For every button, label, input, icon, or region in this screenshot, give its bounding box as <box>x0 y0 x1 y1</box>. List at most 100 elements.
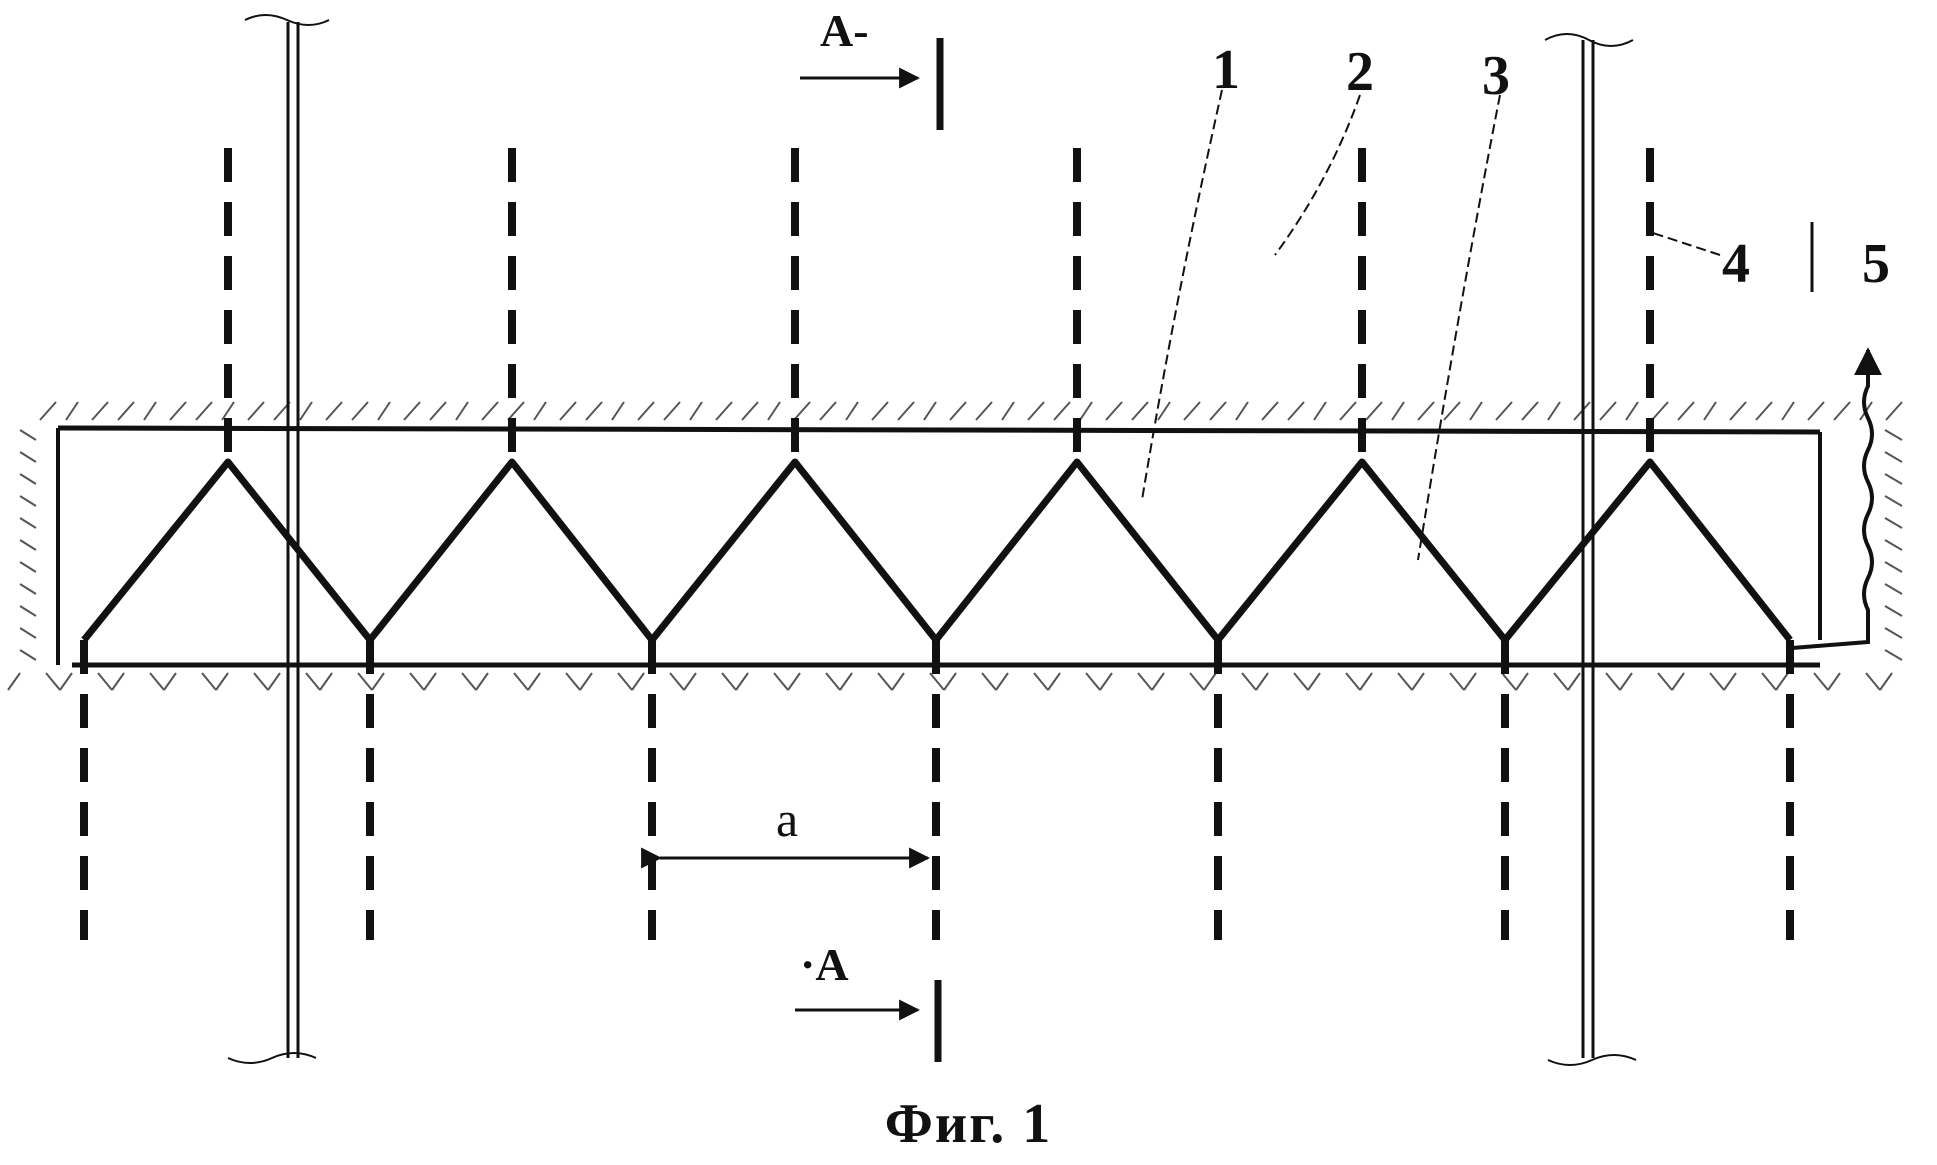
hatch-stroke <box>60 673 72 690</box>
hatch-stroke <box>1885 474 1902 484</box>
hatch-stroke <box>1568 673 1580 690</box>
hatch-stroke <box>768 402 780 420</box>
hatch-stroke <box>534 402 546 420</box>
hatch-stroke <box>892 673 904 690</box>
hatch-stroke <box>632 673 644 690</box>
hatch-stroke <box>1464 673 1476 690</box>
hatch-stroke <box>404 402 420 420</box>
hatch-stroke <box>930 673 944 690</box>
hatch-stroke <box>1885 562 1902 572</box>
hatch-stroke <box>112 673 124 690</box>
hatch-stroke <box>20 430 36 440</box>
hatch-stroke <box>742 402 758 420</box>
hatch-stroke <box>508 402 524 420</box>
hatch-stroke <box>326 402 342 420</box>
hatch-stroke <box>1885 518 1902 528</box>
hatch-stroke <box>306 673 320 690</box>
hatch-stroke <box>20 496 36 506</box>
hatch-stroke <box>1672 673 1684 690</box>
leader-lines <box>1142 90 1720 560</box>
hatch-stroke <box>98 673 112 690</box>
hatch-stroke <box>1834 402 1850 420</box>
hatch-stroke <box>46 673 60 690</box>
hatch-stroke <box>40 402 56 420</box>
hatch-stroke <box>1152 673 1164 690</box>
hatch-stroke <box>20 584 36 594</box>
hatch-stroke <box>514 673 528 690</box>
hatch-stroke <box>196 402 212 420</box>
hatch-stroke <box>924 402 936 420</box>
hatch-stroke <box>1606 673 1620 690</box>
hatch-stroke <box>1158 402 1170 420</box>
hatch-stroke <box>1294 673 1308 690</box>
hatch-stroke <box>1100 673 1112 690</box>
section-label-bottom: ·А <box>800 939 849 990</box>
dimension-label-a: a <box>776 791 798 847</box>
hatch-stroke <box>430 402 446 420</box>
hatch-stroke <box>378 402 390 420</box>
hatch-stroke <box>352 402 368 420</box>
hatch-stroke <box>820 402 836 420</box>
hatch-stroke <box>20 540 36 550</box>
hatch-stroke <box>8 673 20 690</box>
hatch-stroke <box>1398 673 1412 690</box>
hatch-stroke <box>462 673 476 690</box>
hatch-stroke <box>1724 673 1736 690</box>
hatch-stroke <box>20 452 36 462</box>
hatch-stroke <box>684 673 696 690</box>
hatch-stroke <box>580 673 592 690</box>
hatch-stroke <box>1496 402 1512 420</box>
hatch-stroke <box>1678 402 1694 420</box>
hatch-stroke <box>794 402 810 420</box>
lead-out-conductor <box>1792 350 1872 648</box>
hatch-stroke <box>254 673 268 690</box>
hatch-stroke <box>92 402 108 420</box>
hatch-stroke <box>1782 402 1794 420</box>
hatch-stroke <box>1106 402 1122 420</box>
hatch-stroke <box>1658 673 1672 690</box>
hatch-stroke <box>1828 673 1840 690</box>
hatch-stroke <box>1885 496 1902 506</box>
hatch-stroke <box>1288 402 1304 420</box>
hatch-stroke <box>612 402 624 420</box>
hatch-stroke <box>1704 402 1716 420</box>
hatch-stroke <box>20 650 36 660</box>
hatch-stroke <box>1444 402 1460 420</box>
hatch-stroke <box>872 402 888 420</box>
hatch-stroke <box>1626 402 1638 420</box>
hatch-stroke <box>618 673 632 690</box>
hatch-stroke <box>1048 673 1060 690</box>
hatch-stroke <box>1808 402 1824 420</box>
hatch-stroke <box>216 673 228 690</box>
hatch-stroke <box>1080 402 1092 420</box>
hatch-stroke <box>996 673 1008 690</box>
hatch-stroke <box>1652 402 1668 420</box>
rods-upper <box>228 148 1650 462</box>
hatch-stroke <box>1184 402 1200 420</box>
ground-hatching-top <box>40 402 1902 420</box>
hatch-stroke <box>716 402 732 420</box>
hatch-stroke <box>898 402 914 420</box>
zigzag-conductor <box>84 462 1790 640</box>
hatch-stroke <box>482 402 498 420</box>
hatch-stroke <box>268 673 280 690</box>
hatch-stroke <box>950 402 966 420</box>
ref-label-3: 3 <box>1482 45 1510 107</box>
hatch-stroke <box>1885 650 1902 660</box>
hatch-stroke <box>1600 402 1616 420</box>
hatch-stroke <box>1620 673 1632 690</box>
hatch-stroke <box>1814 673 1828 690</box>
hatch-stroke <box>20 562 36 572</box>
ground-hatching-sides <box>20 430 1902 660</box>
hatch-stroke <box>528 673 540 690</box>
hatch-stroke <box>372 673 384 690</box>
hatch-stroke <box>1548 402 1560 420</box>
hatch-stroke <box>1880 673 1892 690</box>
hatch-stroke <box>1418 402 1434 420</box>
hatch-stroke <box>476 673 488 690</box>
hatch-stroke <box>20 518 36 528</box>
hatch-stroke <box>722 673 736 690</box>
ground-hatching-bottom <box>8 673 1892 690</box>
hatch-stroke <box>1450 673 1464 690</box>
section-label-top: А- <box>820 5 869 56</box>
